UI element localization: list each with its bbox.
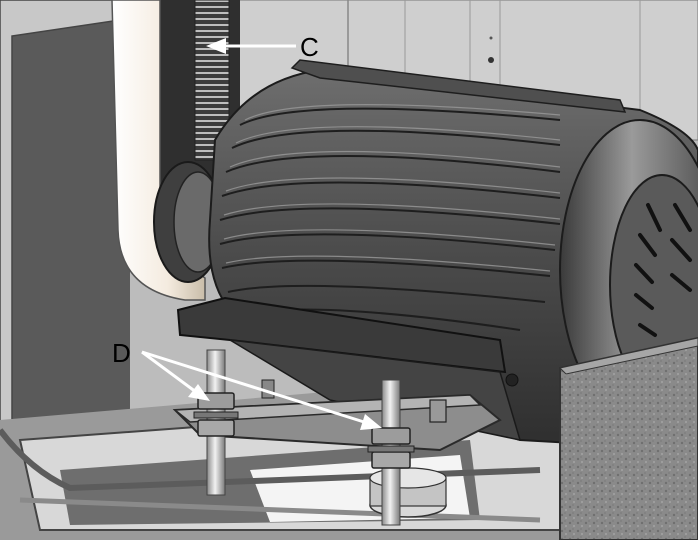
callout-d: D <box>112 338 382 430</box>
base-pad-top <box>369 467 447 489</box>
mount-bolt <box>429 399 447 423</box>
callout-c-label: C <box>300 32 319 62</box>
motor-conduit-box <box>290 59 627 113</box>
callout-d-leader-right <box>141 350 365 424</box>
mount-channel-top <box>172 394 482 423</box>
base-rail <box>19 497 541 523</box>
left-wall-frame <box>0 0 121 431</box>
rod-nut-right-lower <box>371 451 411 469</box>
rod-washer-right <box>367 445 415 453</box>
foot-bolt <box>505 373 519 387</box>
galvanized-box-top <box>558 337 698 375</box>
motor-foot-bracket <box>176 296 507 374</box>
motor-fin-highlights <box>223 104 561 272</box>
callout-d-label: D <box>112 338 131 368</box>
rod-nut-right-upper <box>371 427 411 445</box>
panel-bolt <box>488 57 494 63</box>
rod-nut-left-lower <box>197 419 235 437</box>
motor-cooling-fins <box>219 107 561 331</box>
panel-bolt <box>489 36 493 40</box>
callout-d-leader-left <box>141 350 197 394</box>
rod-washer-left <box>193 411 239 419</box>
left-wall-panel <box>0 0 130 420</box>
arrow-icon <box>360 414 382 430</box>
base-pipe <box>0 428 541 492</box>
motor-fan-cover-slots <box>634 203 692 337</box>
arrow-icon <box>206 38 226 54</box>
arrow-icon <box>188 384 210 401</box>
callout-c: C <box>206 32 319 62</box>
